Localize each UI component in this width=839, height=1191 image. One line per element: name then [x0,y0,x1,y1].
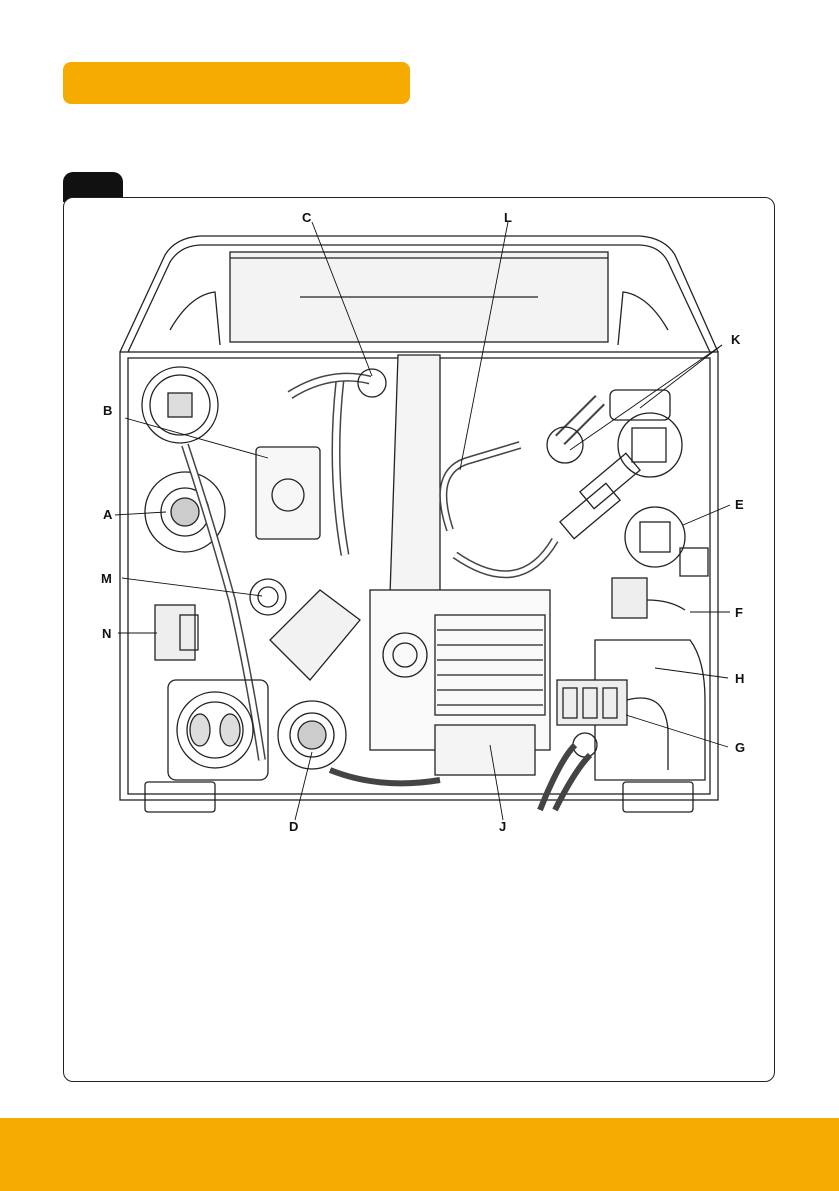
callout-j: J [499,819,506,834]
callout-b: B [103,403,112,418]
block-g [557,680,668,770]
upper-left-flange [142,367,218,443]
callout-l: L [504,210,512,225]
valve-block-n [155,605,198,660]
callout-a: A [103,507,113,522]
callout-k: K [731,332,741,347]
tank-b [256,447,320,539]
bracket-f [612,578,685,618]
callout-h: H [735,671,744,686]
callout-c: C [302,210,312,225]
callout-d: D [289,819,298,834]
callout-g: G [735,740,745,755]
filter-housing [270,590,360,680]
callout-n: N [102,626,111,641]
right-hoses [443,400,640,574]
callout-f: F [735,605,743,620]
pump-d [278,701,346,769]
callout-e: E [735,497,744,512]
cover-e [625,507,708,576]
box-j [435,725,535,775]
footer-bar [0,1118,839,1191]
callout-m: M [101,571,112,586]
